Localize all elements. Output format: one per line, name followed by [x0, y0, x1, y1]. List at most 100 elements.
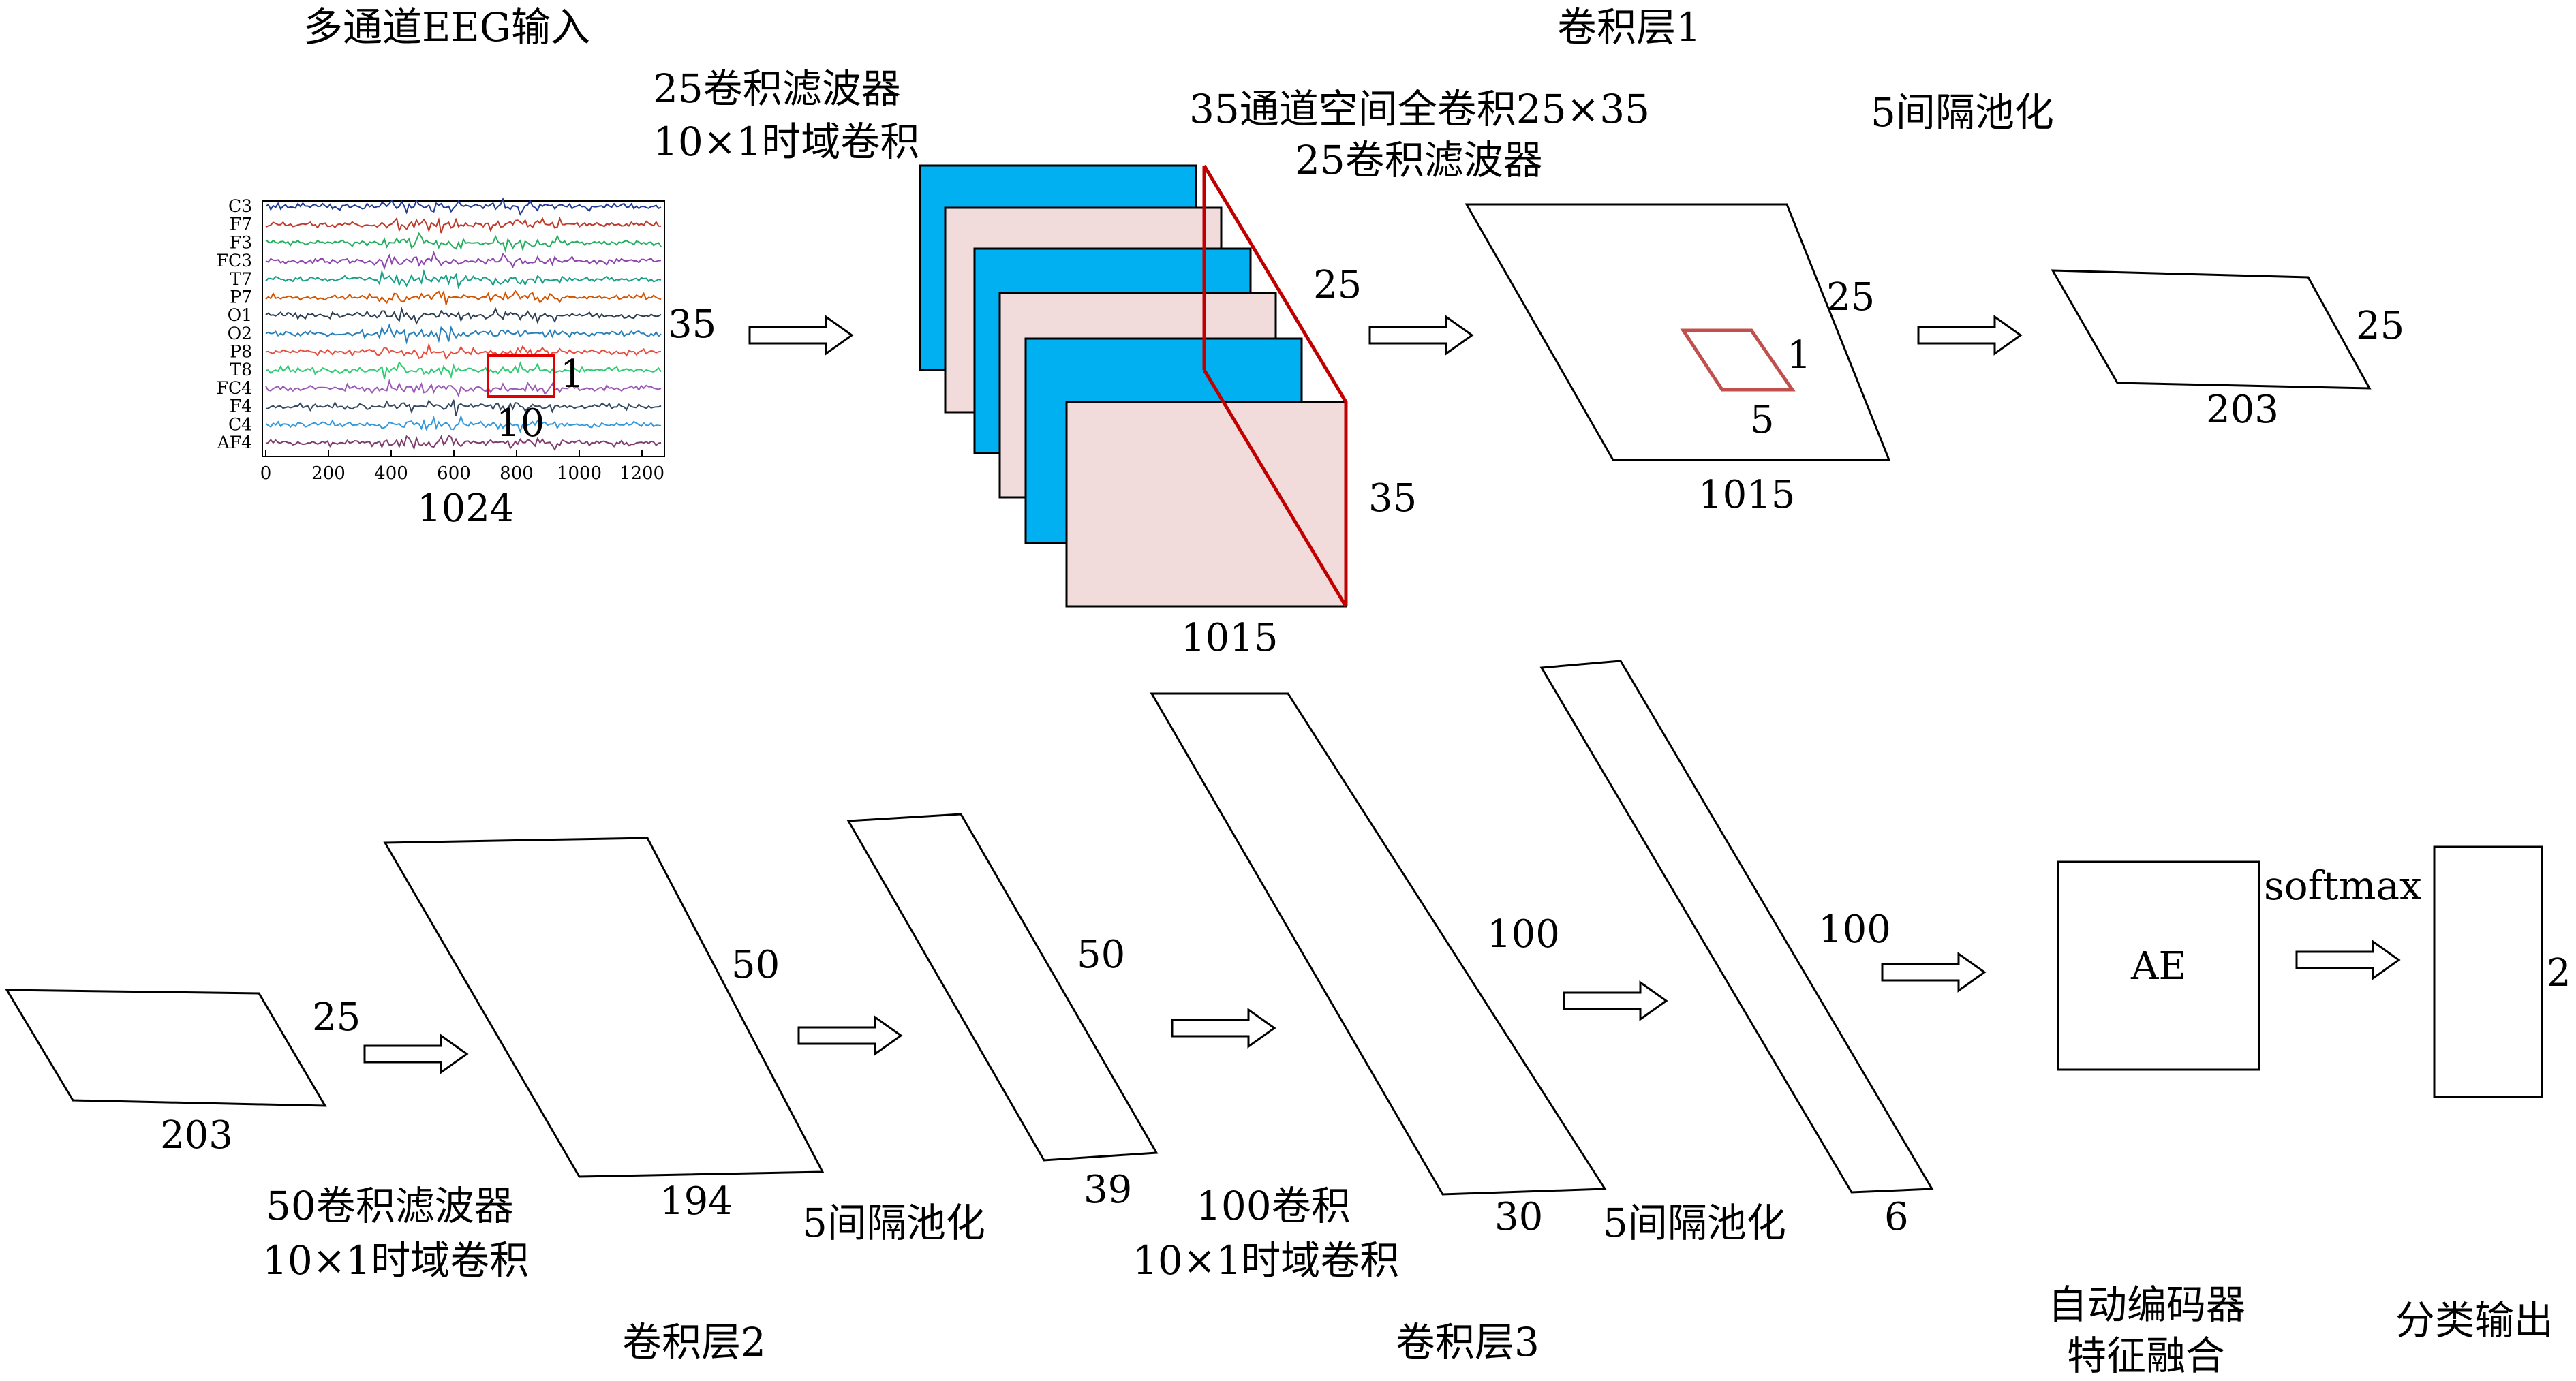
feature-map-depth-edge: [1202, 369, 1348, 608]
eeg-channel-label: C4: [228, 414, 252, 434]
pool3-label: 5间隔池化: [1603, 1200, 1786, 1246]
eeg-trace: [265, 290, 662, 305]
autoencoder-box: [2057, 860, 2260, 1071]
eeg-channel-label: T7: [230, 269, 252, 289]
arrow-right-icon: [1171, 1008, 1276, 1049]
eeg-trace: [265, 250, 662, 270]
pool1-output-shape: [2051, 269, 2372, 390]
eeg-axes-frame: [262, 200, 665, 457]
eeg-channel-label: FC4: [217, 378, 252, 398]
eeg-channel-label: O2: [228, 324, 252, 343]
feature-map-depth-label: 25: [1313, 263, 1362, 307]
eeg-trace: [265, 342, 662, 360]
eeg-trace: [265, 399, 662, 416]
row2-input-map: 25 203: [5, 989, 361, 1158]
eeg-channel-label: F4: [230, 397, 252, 416]
row2-input-width-label: 203: [160, 1113, 233, 1158]
conv2-filters-line2: 10×1时域卷积: [262, 1237, 529, 1284]
spatial-conv-line2: 25卷积滤波器: [1295, 137, 1543, 183]
conv2-depth-label: 50: [731, 943, 780, 987]
feature-map-stack: 25 35 1015: [919, 164, 1417, 660]
eeg-tick-label: 0: [260, 463, 272, 484]
eeg-x-ticks: 0 200 400 600 800 1000 1200: [260, 450, 664, 484]
eeg-tick-label: 600: [437, 463, 471, 484]
arrow-right-icon: [1368, 315, 1474, 356]
output-block: 2 分类输出: [2395, 845, 2571, 1344]
conv2-output-map: 50 194: [383, 837, 825, 1224]
autoencoder-block: AE 自动编码器 特征融合: [2048, 860, 2260, 1379]
arrow-right-icon: [1881, 952, 1987, 993]
eeg-tick-label: 1000: [557, 463, 602, 484]
pool1-depth-label: 25: [2356, 304, 2404, 348]
conv3-output-shape: [1150, 692, 1607, 1196]
arrow-right-icon: [797, 1015, 903, 1056]
pool1-width-label: 203: [2206, 388, 2279, 432]
eeg-tick-label: 1200: [619, 463, 664, 484]
eeg-trace: [265, 306, 662, 326]
pool2-output-shape: [846, 813, 1159, 1162]
temporal-conv-line1: 25卷积滤波器: [653, 65, 901, 112]
output-box: [2433, 845, 2543, 1098]
eeg-trace: [265, 360, 662, 379]
arrow-right-icon: [1563, 980, 1668, 1021]
pool3-width-label: 6: [1884, 1195, 1909, 1239]
eeg-box-width-label: 10: [496, 401, 545, 446]
eeg-trace: [265, 323, 662, 345]
conv1-output-map: 25 1 5 1015: [1465, 203, 1891, 517]
feature-map-depth-edge: [1202, 164, 1348, 606]
softmax-label: softmax: [2264, 863, 2422, 909]
eeg-channel-label: T8: [230, 360, 252, 379]
eeg-length-label: 1024: [417, 486, 515, 531]
conv3-title: 卷积层3: [1396, 1319, 1539, 1365]
conv3-output-map: 100 30: [1150, 692, 1607, 1239]
conv1-output-shape: [1465, 203, 1891, 461]
eeg-trace: [265, 197, 662, 216]
eeg-tick-label: 800: [500, 463, 534, 484]
eeg-channel-label: C3: [228, 196, 252, 216]
pool3-output-map: 100 6: [1539, 660, 1934, 1239]
row2-input-shape: [5, 989, 327, 1107]
pool1-output-map: 25 203: [2051, 269, 2404, 432]
eeg-trace: [265, 216, 662, 234]
feature-map-width-label: 1015: [1181, 616, 1278, 660]
conv3-filters-line2: 10×1时域卷积: [1133, 1237, 1399, 1284]
pool2-label: 5间隔池化: [802, 1200, 985, 1246]
eeg-channels-label: 35: [668, 302, 716, 347]
pool2-output-map: 50 39: [846, 813, 1159, 1212]
arrow-right-icon: [2295, 940, 2401, 980]
conv3-depth-label: 100: [1487, 912, 1560, 957]
eeg-channel-label: F7: [230, 215, 252, 234]
eeg-traces: [265, 197, 662, 452]
conv1-title: 卷积层1: [1557, 4, 1701, 50]
conv2-filters-line1: 50卷积滤波器: [266, 1183, 514, 1229]
output-caption: 分类输出: [2395, 1297, 2554, 1344]
eeg-box-height-label: 1: [560, 352, 585, 397]
eeg-trace: [265, 414, 662, 433]
eeg-kernel-box: [487, 354, 555, 398]
autoencoder-label: AE: [2130, 944, 2186, 989]
pool2-width-label: 39: [1084, 1168, 1132, 1212]
feature-map-height-label: 35: [1368, 476, 1417, 521]
autoencoder-caption-line2: 特征融合: [2067, 1333, 2225, 1379]
arrow-right-icon: [363, 1034, 469, 1074]
conv1-width-label: 1015: [1698, 473, 1796, 517]
eeg-title: 多通道EEG输入: [303, 4, 590, 50]
eeg-trace: [265, 232, 662, 253]
eeg-tick-label: 400: [374, 463, 408, 484]
eeg-tick-label: 200: [311, 463, 346, 484]
pool2-depth-label: 50: [1077, 933, 1125, 977]
pool3-output-shape: [1539, 660, 1934, 1194]
eeg-channel-label: AF4: [217, 433, 252, 452]
conv3-width-label: 30: [1494, 1195, 1543, 1239]
conv1-depth-label: 25: [1826, 275, 1875, 320]
eeg-plot: 多通道EEG输入 C3F7F3FC3T7P7O1O2P8T8FC4F4C4AF4…: [217, 4, 717, 531]
eeg-channel-label: F3: [230, 232, 252, 252]
conv3-filters-line1: 100卷积: [1196, 1183, 1351, 1229]
conv1-kernel-w-label: 5: [1750, 398, 1775, 442]
autoencoder-caption-line1: 自动编码器: [2048, 1282, 2245, 1328]
pool3-depth-label: 100: [1818, 907, 1891, 952]
spatial-kernel-box: [1680, 328, 1796, 392]
spatial-conv-line1: 35通道空间全卷积25×35: [1189, 86, 1650, 132]
output-size-label: 2: [2547, 951, 2571, 995]
